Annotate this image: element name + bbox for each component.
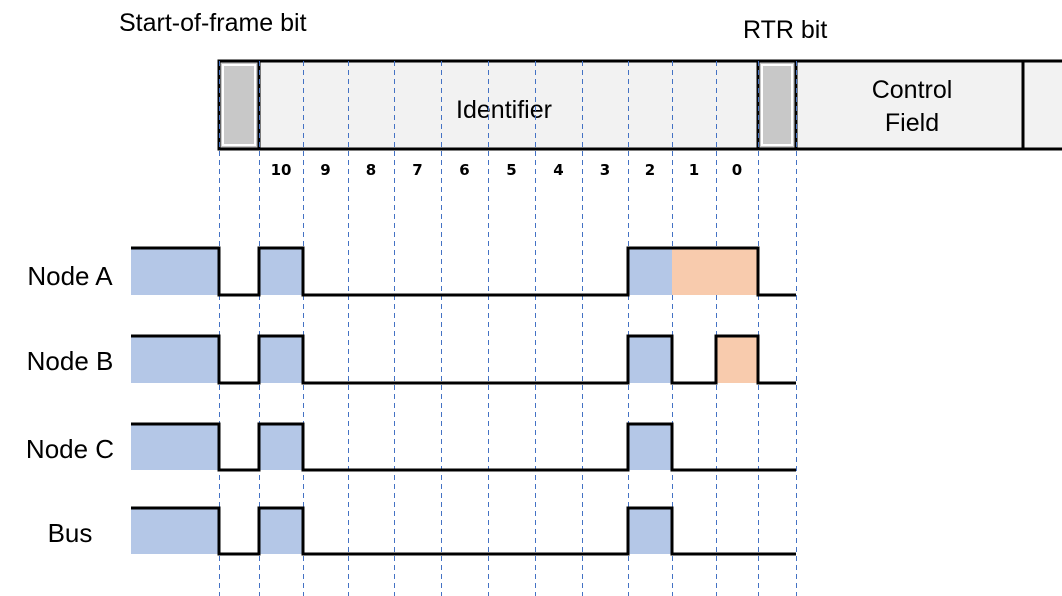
control-field-box [794,59,1025,151]
bit-number-8: 8 [366,161,376,179]
bit-number-1: 1 [689,161,699,179]
start-of-frame-label: Start-of-frame bit [119,9,307,37]
recessive-bit [259,248,303,295]
recessive-bit [259,336,303,383]
recessive-bit [628,248,672,295]
arbitration-lost-bit [716,248,758,295]
idle-recessive-fill [131,248,219,295]
bit-number-9: 9 [320,161,330,179]
signal-node-b: Node B [27,334,796,385]
recessive-bit [628,336,672,383]
arbitration-lost-bit [672,248,716,295]
signal-label: Node B [27,346,114,376]
waveform-line [131,246,796,297]
signal-label: Node A [27,261,113,291]
signal-node-c: Node C [26,422,796,472]
recessive-bit [259,508,303,554]
recessive-bit [259,424,303,470]
signal-waveforms: Node A Node B Node C Bus [26,246,796,556]
bit-number-2: 2 [645,161,655,179]
waveform-line [131,422,796,472]
signal-label: Node C [26,434,114,464]
bit-number-6: 6 [459,161,469,179]
bit-number-10: 10 [271,161,292,179]
rtr-bit-label: RTR bit [743,16,827,44]
recessive-bit [628,424,672,470]
control-field-label-line1: Control [872,76,953,104]
identifier-label: Identifier [456,96,552,124]
bit-number-3: 3 [600,161,610,179]
bit-number-0: 0 [732,161,742,179]
waveform-line [131,334,796,385]
signal-bus: Bus [48,506,796,556]
idle-recessive-fill [131,508,219,554]
can-frame: Identifier Control Field [217,59,1062,151]
signal-label: Bus [48,518,93,548]
bit-number-5: 5 [506,161,516,179]
bit-number-7: 7 [412,161,422,179]
rtr-bit-inner-outline [761,64,793,146]
recessive-bit [628,508,672,554]
signal-node-a: Node A [27,246,796,297]
start-of-frame-inner-outline [222,64,256,146]
identifier-field-box [257,59,760,151]
start-of-frame-box [217,59,261,151]
next-field-box [1021,59,1062,151]
waveform-line [131,506,796,556]
control-field-label-line2: Field [885,109,939,137]
rtr-bit-box [756,59,798,151]
idle-recessive-fill [131,424,219,470]
arbitration-lost-bit [716,336,758,383]
idle-recessive-fill [131,336,219,383]
bit-number-4: 4 [553,161,563,179]
